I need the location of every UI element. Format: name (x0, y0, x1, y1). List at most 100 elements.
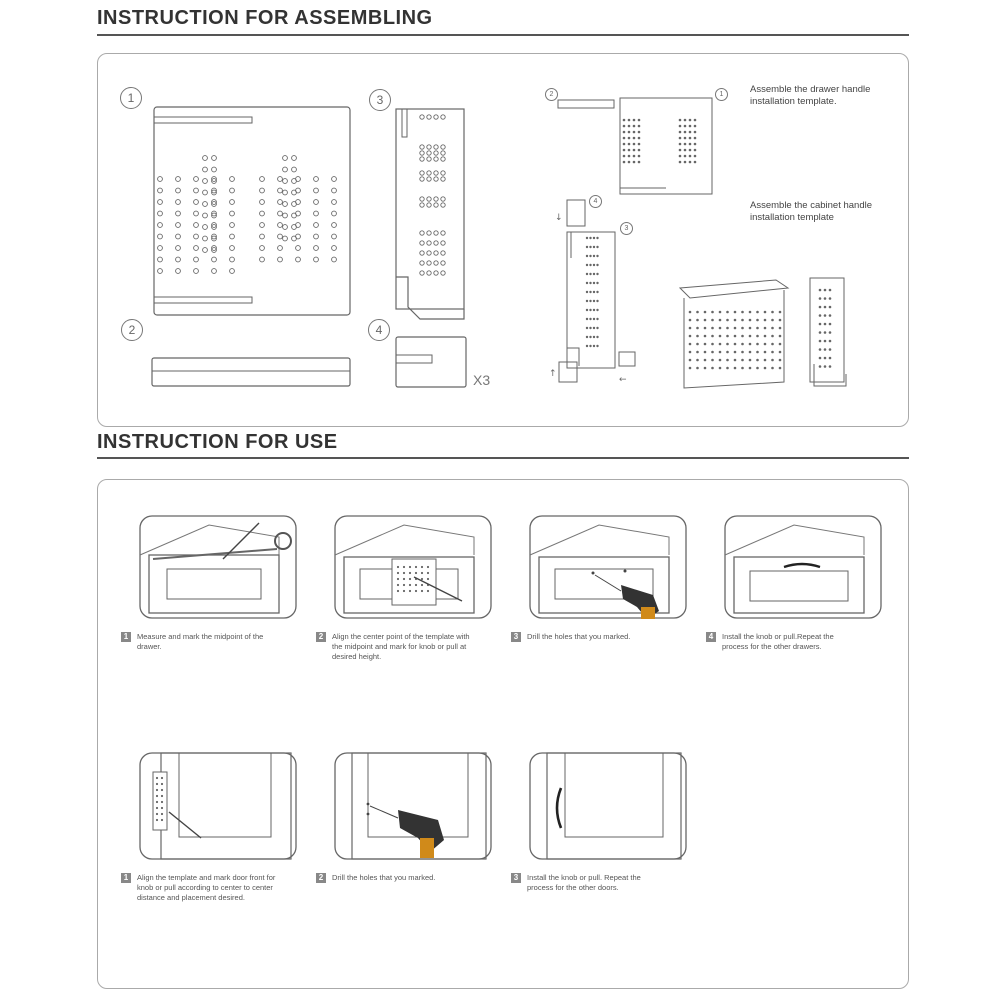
template-hole (211, 235, 217, 242)
template-hole (726, 358, 729, 362)
template-hole (627, 124, 631, 128)
template-hole (193, 245, 199, 251)
template-hole (396, 565, 400, 569)
template-hole (277, 187, 283, 194)
template-hole (627, 130, 631, 134)
template-hole (202, 155, 208, 161)
template-hole (282, 224, 288, 230)
template-hole (711, 366, 714, 370)
template-hole (763, 350, 767, 354)
template-hole (277, 256, 283, 263)
template-hole (678, 130, 682, 134)
template-hole (414, 565, 418, 569)
template-hole (419, 144, 425, 150)
template-hole (622, 148, 626, 152)
template-hole (277, 210, 283, 217)
drawer-template-note: Assemble the drawer handle installation … (750, 84, 871, 107)
template-hole (291, 212, 297, 219)
template-hole (696, 310, 699, 314)
template-hole (711, 342, 714, 346)
template-hole (726, 326, 729, 330)
template-hole (160, 788, 164, 792)
assembled-drawer-template (678, 279, 790, 389)
template-hole (763, 310, 767, 314)
template-hole (632, 148, 636, 152)
template-hole (157, 256, 163, 263)
template-hole (828, 322, 832, 326)
template-hole (748, 326, 752, 330)
drawer-step-4-number: 4 (706, 632, 716, 642)
template-hole (741, 366, 744, 370)
template-hole (426, 170, 432, 176)
template-hole (711, 318, 714, 322)
template-hole (703, 318, 707, 322)
template-hole (741, 310, 744, 314)
template-hole (678, 148, 682, 152)
template-hole (748, 358, 752, 362)
template-hole (426, 565, 430, 569)
template-hole (828, 314, 832, 317)
template-hole (683, 136, 687, 140)
template-hole (229, 176, 235, 182)
template-hole (589, 281, 592, 285)
template-hole (331, 256, 337, 263)
template-hole (632, 154, 636, 158)
template-hole (741, 342, 744, 346)
template-hole (155, 800, 159, 804)
template-hole (291, 189, 297, 196)
template-hole (211, 247, 217, 253)
part-2-label: 2 (121, 319, 143, 341)
template-hole (211, 201, 217, 207)
door-step-3-number: 3 (511, 873, 521, 883)
template-hole (585, 344, 589, 348)
template-hole (295, 256, 301, 263)
cabinet-assembly-part-3-label: 3 (620, 222, 633, 235)
template-hole (718, 310, 722, 314)
template-hole (718, 350, 722, 354)
template-hole (589, 290, 592, 294)
template-hole (211, 166, 217, 173)
template-hole (589, 308, 592, 312)
template-hole (828, 305, 832, 309)
template-hole (433, 144, 439, 150)
template-hole (778, 342, 782, 346)
drawer-step-2-text: Align the center point of the template w… (332, 632, 470, 661)
template-hole (756, 318, 759, 322)
template-hole (211, 224, 217, 230)
template-hole (291, 201, 297, 207)
template-hole (211, 189, 217, 196)
template-hole (763, 358, 767, 362)
door-step-1-text: Align the template and mark door front f… (137, 873, 276, 902)
template-hole (688, 118, 692, 122)
template-hole (748, 310, 752, 314)
template-hole (703, 358, 707, 362)
template-hole (637, 136, 641, 140)
template-hole (678, 136, 682, 140)
template-hole (703, 350, 707, 354)
template-hole (637, 160, 641, 164)
template-hole (756, 310, 759, 314)
use-title: INSTRUCTION FOR USE (97, 431, 338, 453)
template-hole (175, 210, 181, 217)
template-hole (771, 310, 774, 314)
template-hole (193, 233, 199, 240)
template-hole (596, 281, 599, 285)
door-step-3-text: Install the knob or pull. Repeat the pro… (527, 873, 641, 892)
template-hole (688, 310, 692, 314)
template-hole (414, 571, 418, 575)
door-step-3-illustration (529, 752, 687, 860)
template-hole (440, 240, 446, 246)
template-hole (683, 142, 687, 146)
template-hole (426, 260, 432, 266)
template-hole (426, 270, 432, 276)
template-hole (711, 350, 714, 354)
template-hole (756, 342, 759, 346)
template-hole (823, 339, 827, 343)
template-hole (160, 806, 164, 810)
template-hole (771, 342, 774, 346)
template-hole (589, 299, 592, 303)
template-hole (202, 247, 208, 253)
template-hole (828, 288, 832, 292)
template-hole (419, 150, 425, 156)
template-hole (688, 130, 692, 134)
